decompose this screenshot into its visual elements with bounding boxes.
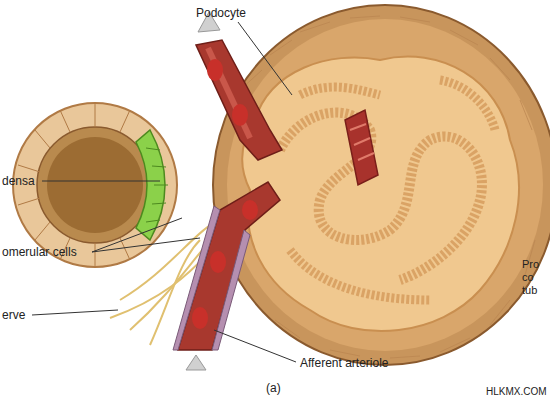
- watermark: HLKMX.COM: [486, 385, 547, 399]
- glomerulus: [242, 57, 519, 332]
- figure-letter: (a): [266, 381, 281, 395]
- part-label: Afferent arteriole: [300, 356, 389, 370]
- capsule-cells: [240, 16, 535, 358]
- part-label: Podocyte: [196, 6, 246, 20]
- part-label: omerular cells: [2, 245, 77, 259]
- afferent-arteriole: [173, 182, 280, 370]
- part-label: densa: [2, 174, 35, 188]
- leader-lines: [32, 22, 296, 362]
- efferent-arteriole: [196, 12, 282, 160]
- capsular-space: [227, 19, 543, 351]
- part-label: Pro co tub: [522, 258, 548, 297]
- part-label: erve: [2, 308, 25, 322]
- distal-tubule: [13, 103, 177, 267]
